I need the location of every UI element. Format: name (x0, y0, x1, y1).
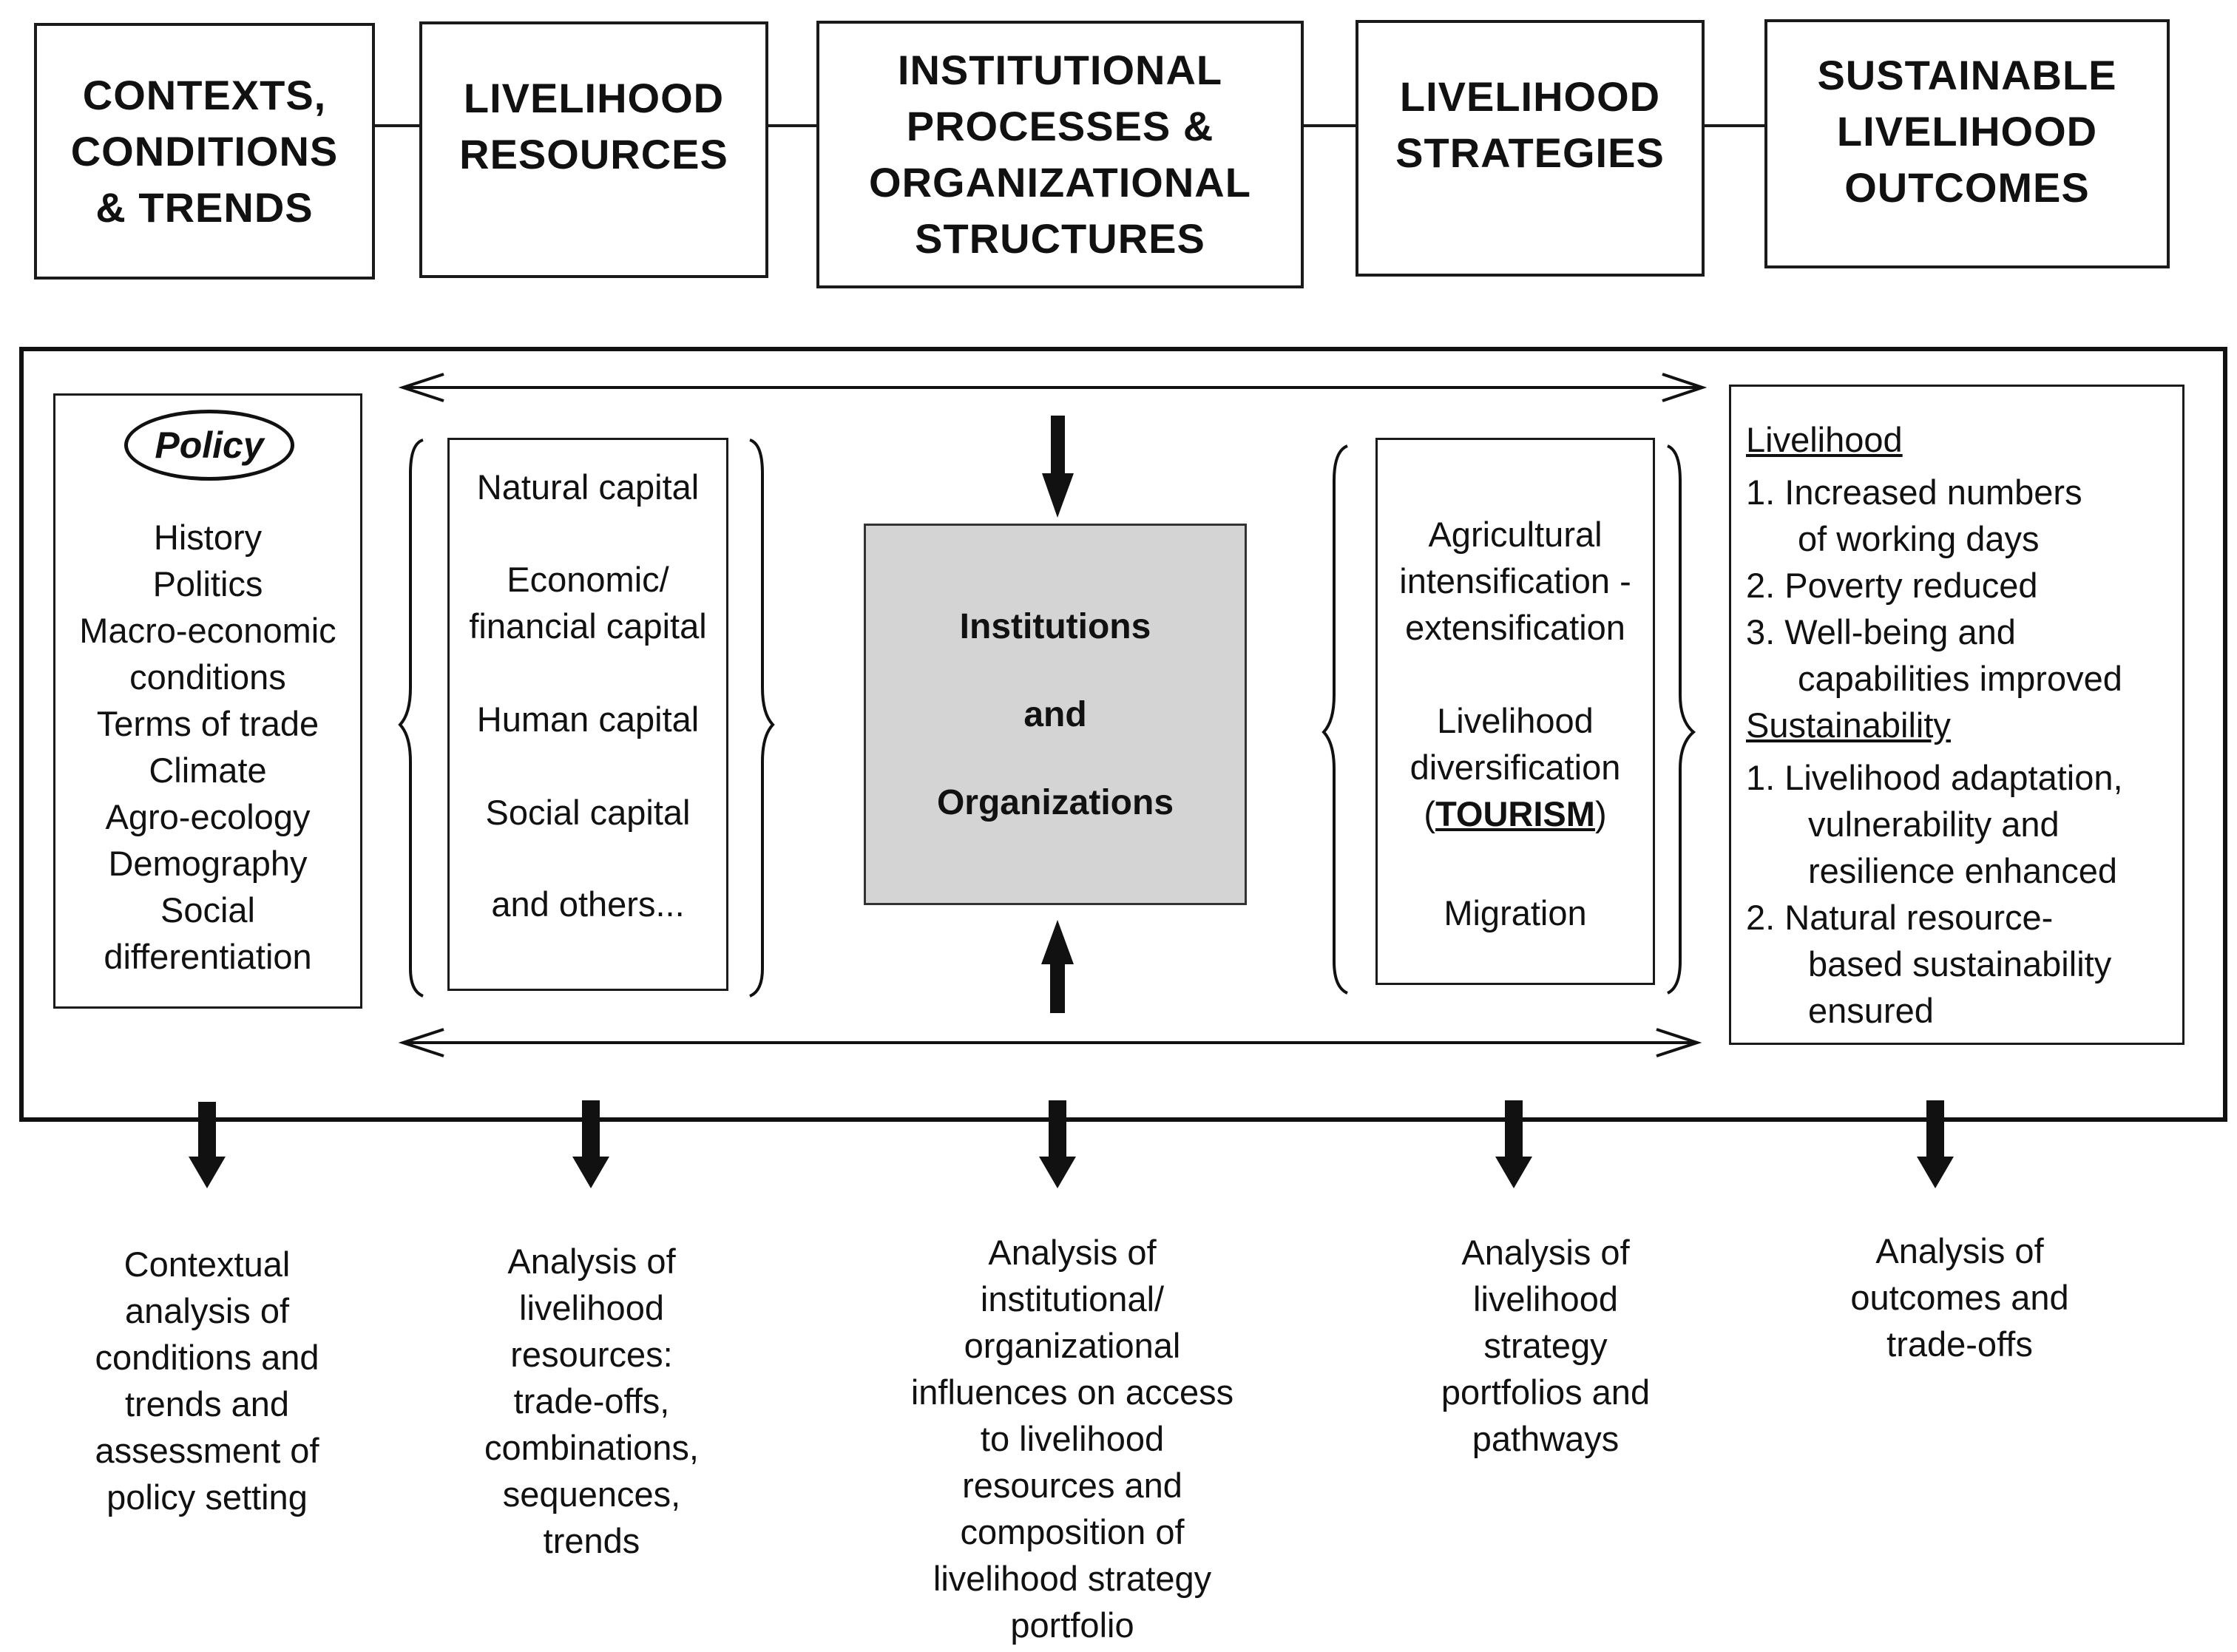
main-frame (19, 347, 2227, 1122)
outcomes-box: Livelihood 1. Increased numbers of worki… (1729, 385, 2184, 1045)
outcome-item: 2. Poverty reduced (1746, 566, 2038, 605)
institutions-organizations-box: Institutions and Organizations (864, 524, 1247, 905)
strategy-agricultural: Agricultural intensification - extensifi… (1399, 515, 1631, 647)
sustainability-header: Sustainability (1746, 705, 1951, 745)
resources-box: Natural capital Economic/ financial capi… (447, 438, 728, 991)
strategies-box: Agricultural intensification - extensifi… (1375, 438, 1655, 985)
analysis-arrow-1 (189, 1102, 226, 1188)
top-double-arrow (398, 373, 1708, 402)
outcome-item: vulnerability and (1808, 805, 2060, 844)
up-arrow-institutions (1041, 920, 1074, 1013)
contexts-list: History Politics Macro-economic conditio… (79, 518, 336, 976)
resource-natural-capital: Natural capital (476, 467, 700, 507)
resource-others: and others... (491, 884, 685, 924)
and-label: and (1023, 694, 1087, 734)
analysis-strategies: Analysis of livelihood strategy portfoli… (1441, 1233, 1651, 1458)
livelihood-header: Livelihood (1746, 420, 1903, 459)
analysis-contextual: Contextual analysis of conditions and tr… (95, 1245, 319, 1517)
outcome-item: 3. Well-being and (1746, 612, 2016, 651)
header-institutional-processes: INSTITUTIONAL PROCESSES & ORGANIZATIONAL… (816, 21, 1304, 288)
analysis-institutional: Analysis of institutional/ organizationa… (910, 1233, 1234, 1645)
tourism-label: TOURISM (1435, 794, 1595, 833)
outcome-item: 1. Increased numbers (1746, 473, 2082, 512)
outcome-item: based sustainability (1808, 944, 2112, 984)
strategy-diversification: Livelihood diversification (TOURISM) (1409, 701, 1621, 833)
analysis-arrow-3 (1039, 1100, 1076, 1188)
outcome-item: capabilities improved (1798, 659, 2122, 698)
outcome-item: 2. Natural resource- (1746, 898, 2054, 937)
analysis-arrow-2 (572, 1100, 609, 1188)
institutions-label: Institutions (959, 606, 1151, 646)
outcome-item: resilience enhanced (1808, 851, 2118, 890)
header-livelihood-resources: LIVELIHOOD RESOURCES (419, 21, 768, 278)
outcome-item: ensured (1808, 991, 1934, 1030)
outcome-item: of working days (1798, 519, 2040, 558)
outcome-item: 1. Livelihood adaptation, (1746, 758, 2123, 797)
bottom-double-arrow (398, 1028, 1702, 1057)
policy-oval: Policy (124, 410, 294, 481)
analysis-outcomes: Analysis of outcomes and trade-offs (1850, 1231, 2069, 1364)
header-livelihood-strategies: LIVELIHOOD STRATEGIES (1356, 20, 1705, 277)
resource-economic-capital: Economic/ financial capital (469, 560, 707, 646)
strategies-left-brace (1321, 444, 1348, 995)
contexts-box: Policy History Politics Macro-economic c… (53, 393, 362, 1009)
organizations-label: Organizations (936, 782, 1174, 822)
down-arrow-institutions (1042, 416, 1074, 518)
resources-right-brace (749, 439, 775, 998)
analysis-arrow-5 (1917, 1100, 1954, 1188)
resource-human-capital: Human capital (476, 700, 700, 739)
header-sustainable-outcomes: SUSTAINABLE LIVELIHOOD OUTCOMES (1764, 19, 2170, 268)
strategies-right-brace (1666, 444, 1696, 995)
strategy-migration: Migration (1444, 893, 1587, 932)
resource-social-capital: Social capital (485, 793, 691, 832)
analysis-resources: Analysis of livelihood resources: trade-… (484, 1242, 699, 1560)
analysis-arrow-4 (1495, 1100, 1532, 1188)
header-contexts-conditions-trends: CONTEXTS, CONDITIONS & TRENDS (34, 23, 375, 280)
resources-left-brace (398, 439, 424, 998)
